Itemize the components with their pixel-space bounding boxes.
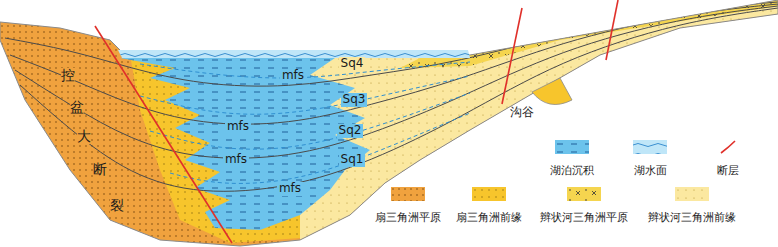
legend-item: 扇三角洲前缘 — [456, 187, 522, 224]
legend-text: 辫状河三角洲平原 — [540, 211, 628, 224]
legend-swatch-color — [472, 187, 506, 201]
mfs-line — [170, 113, 470, 183]
legend-text: 扇三角洲前缘 — [456, 211, 522, 224]
legend-text: 辫状河三角洲前缘 — [648, 211, 736, 224]
legend-swatch — [555, 140, 589, 154]
legend-item: 辫状河三角洲平原 — [540, 187, 628, 224]
legend-swatch-texture — [567, 187, 601, 201]
legend-swatch-texture — [472, 187, 506, 201]
legend-swatch-color — [567, 187, 601, 201]
legend-text: 扇三角洲平原 — [375, 211, 441, 224]
sequence-boundary — [5, 2, 778, 86]
legend-swatch — [567, 187, 601, 201]
gully-label: 沟谷 — [508, 106, 536, 120]
fault-name: 控盆大断裂 — [61, 68, 75, 216]
lake-water — [118, 50, 470, 58]
legend-swatch-texture — [633, 140, 667, 154]
fault-line — [502, 8, 522, 104]
legend-item: 扇三角洲平原 — [375, 187, 441, 224]
braided-delta-front-texture — [300, 0, 778, 247]
sequence-boundary — [10, 4, 778, 124]
legend-text: 断层 — [717, 164, 739, 177]
mfs-label: mfs — [223, 153, 249, 167]
sequence-boundary — [20, 8, 778, 191]
legend-swatch — [391, 187, 425, 201]
mfs-label: mfs — [280, 69, 306, 83]
legend-swatch-color — [675, 187, 709, 201]
fault-name-character: 裂 — [110, 198, 124, 213]
legend-swatch-texture — [391, 187, 425, 201]
legend-swatch-color — [633, 140, 667, 154]
sequence-label: Sq1 — [339, 153, 366, 167]
legend-swatch-texture — [675, 187, 709, 201]
gully — [532, 78, 572, 105]
fault-name-character: 大 — [77, 129, 91, 144]
legend-item: 湖泊沉积 — [550, 140, 594, 177]
lake-water-wave — [118, 50, 470, 58]
legend-item: 湖水面 — [633, 140, 667, 177]
sequence-label: Sq4 — [339, 57, 366, 71]
legend-item: 断层 — [711, 140, 745, 177]
legend-text: 湖泊沉积 — [550, 164, 594, 177]
mfs-label: mfs — [277, 182, 303, 196]
legend-swatch-color — [555, 140, 589, 154]
legend-swatch-texture — [555, 140, 589, 154]
legend-swatch — [472, 187, 506, 201]
fault-name-character: 断 — [93, 162, 107, 177]
fault-name-character: 盆 — [70, 100, 84, 115]
fault-line — [606, 0, 618, 60]
mfs-line — [150, 93, 470, 149]
mfs-lines — [140, 62, 470, 183]
sequence-boundaries — [5, 2, 778, 191]
fault-line — [95, 26, 232, 243]
lake-deposit — [120, 58, 370, 230]
legend-swatch-color — [391, 187, 425, 201]
legend-swatch — [633, 140, 667, 154]
legend-text: 湖水面 — [634, 164, 667, 177]
legend-swatch — [675, 187, 709, 201]
legend-fault-line — [721, 141, 735, 153]
lake-deposit-texture — [120, 58, 370, 230]
braided-delta-front — [300, 0, 778, 247]
legend-item: 辫状河三角洲前缘 — [648, 187, 736, 224]
legend-swatch — [711, 140, 745, 154]
fault-name-character: 控 — [61, 68, 75, 83]
mfs-label: mfs — [225, 120, 251, 134]
sequence-label: Sq3 — [341, 93, 368, 107]
sequence-label: Sq2 — [337, 124, 364, 138]
